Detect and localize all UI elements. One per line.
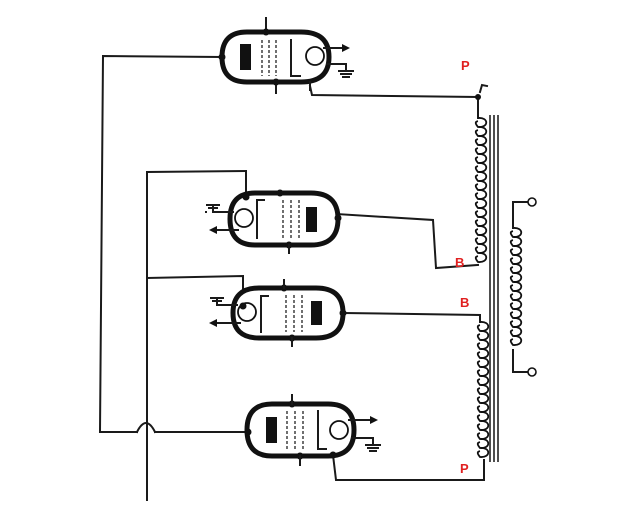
tube-3-plate (311, 301, 322, 325)
p-terminal-mark (478, 83, 489, 94)
tube-2-envelope (227, 190, 341, 248)
tube4-plate-wire (331, 453, 485, 481)
tube-2-node (242, 193, 250, 201)
label-p-bottom: P (460, 461, 469, 476)
winding-labels: P B B P (455, 58, 470, 476)
secondary-lead-bottom (512, 349, 531, 373)
tube2-grid2-wire (334, 212, 480, 270)
label-b-upper: B (455, 255, 464, 270)
tube1-plate-wire (308, 84, 480, 99)
tube-2 (205, 189, 342, 254)
arrow-icon (209, 226, 217, 234)
tube-2-node (276, 189, 284, 197)
tube-2-plate (306, 207, 317, 232)
input-wiring (98, 54, 249, 501)
label-p-top: P (461, 58, 470, 73)
tube-4-envelope (244, 401, 357, 459)
tube-1-node (262, 28, 270, 36)
primary-winding-upper (474, 117, 488, 263)
output-transformer (474, 94, 537, 462)
wire-to-tube3-grid (145, 274, 244, 307)
tube-3 (209, 279, 347, 347)
tube-4-node (329, 451, 337, 459)
tube-1-node (218, 53, 226, 61)
tube-4 (244, 394, 381, 466)
output-terminal-bottom (527, 367, 537, 377)
tube-3-envelope (230, 285, 346, 341)
tube-4-heater (329, 420, 349, 440)
tube3-grid2-wire (342, 311, 481, 323)
tube-1-heater (305, 46, 325, 66)
ground-icon (210, 297, 238, 306)
ground-icon (205, 204, 234, 213)
primary-top-node (475, 94, 481, 100)
tube-3-node (239, 302, 247, 310)
tube-2-cathode (256, 199, 265, 239)
label-b-lower: B (460, 295, 469, 310)
tube-1-node (272, 78, 280, 86)
tube-1 (218, 17, 354, 94)
tube-3-node (339, 309, 347, 317)
tube-4-node (244, 428, 252, 436)
tube-1-cathode (290, 39, 301, 77)
tube-2-heater (234, 208, 254, 228)
output-terminal-top (527, 197, 537, 207)
tube-2-node (334, 214, 342, 222)
tube-4-plate (266, 417, 277, 443)
arrow-icon (209, 319, 217, 327)
tube-1-plate (240, 44, 251, 70)
tube-3-cathode (260, 295, 269, 333)
ground-icon (351, 437, 381, 452)
primary-winding-lower (476, 321, 490, 458)
tube-3-heater (237, 302, 257, 322)
arrow-icon (342, 44, 350, 52)
secondary-lead-top (512, 201, 531, 229)
secondary-winding (509, 227, 523, 346)
tube-4-cathode (317, 410, 327, 450)
arrow-icon (370, 416, 378, 424)
input-wire-right (146, 169, 248, 501)
ground-icon (326, 63, 354, 78)
input-wire-left (98, 54, 224, 433)
